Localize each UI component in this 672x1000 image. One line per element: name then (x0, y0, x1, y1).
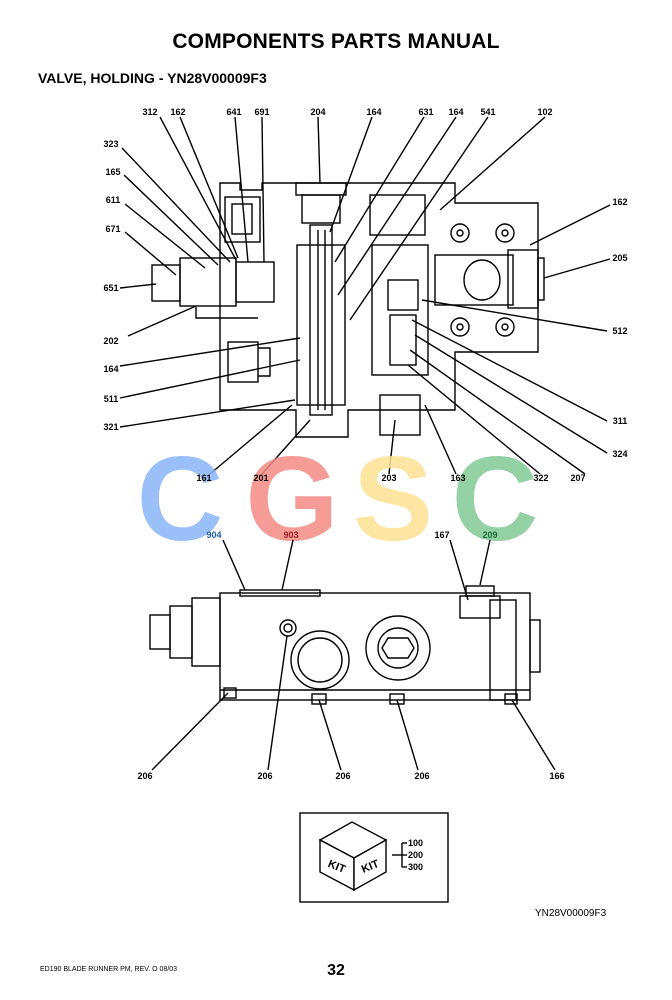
callout-162: 162 (170, 107, 185, 117)
kit-item-300: 300 (408, 862, 423, 872)
callout-903: 903 (283, 530, 298, 540)
footer-document-id: ED190 BLADE RUNNER PM, REV. O 08/03 (40, 966, 178, 973)
callout-202: 202 (103, 336, 118, 346)
callout-651: 651 (103, 283, 118, 293)
callout-541: 541 (480, 107, 495, 117)
watermark-letter-4: C (452, 432, 539, 566)
callout-102: 102 (537, 107, 552, 117)
watermark: C G S C (137, 432, 539, 566)
page-number: 32 (327, 962, 345, 979)
callout-512: 512 (612, 326, 627, 336)
callout-164: 164 (366, 107, 381, 117)
callout-205: 205 (612, 253, 627, 263)
callout-511: 511 (104, 394, 119, 404)
callout-321: 321 (103, 422, 118, 432)
callout-206: 206 (257, 771, 272, 781)
callout-162: 162 (612, 197, 627, 207)
callout-691: 691 (254, 107, 269, 117)
callout-206: 206 (137, 771, 152, 781)
callout-165: 165 (105, 167, 120, 177)
callout-167: 167 (434, 530, 449, 540)
callout-324: 324 (612, 449, 627, 459)
callout-206: 206 (335, 771, 350, 781)
callout-671: 671 (105, 224, 120, 234)
watermark-letter-1: C (137, 432, 224, 566)
callout-206: 206 (414, 771, 429, 781)
kit-item-100: 100 (408, 838, 423, 848)
watermark-letter-3: S (353, 432, 433, 566)
callout-166: 166 (549, 771, 564, 781)
callout-631: 631 (418, 107, 433, 117)
callout-161: 161 (196, 473, 211, 483)
callout-323: 323 (103, 139, 118, 149)
page-subtitle: VALVE, HOLDING - YN28V00009F3 (38, 70, 267, 86)
callouts-top: 312 162 641 691 204 164 631 164 541 102 … (103, 107, 627, 483)
kit-item-200: 200 (408, 850, 423, 860)
callout-322: 322 (533, 473, 548, 483)
callout-312: 312 (142, 107, 157, 117)
figure-reference: YN28V00009F3 (535, 908, 607, 919)
callout-203: 203 (381, 473, 396, 483)
callouts-bottom: 904 903 167 209 206 206 206 206 166 (137, 530, 564, 781)
callout-641: 641 (226, 107, 241, 117)
callout-164: 164 (103, 364, 118, 374)
callout-163: 163 (450, 473, 465, 483)
valve-side-view (149, 539, 556, 771)
callout-311: 311 (613, 416, 628, 426)
kit-box: KIT KIT 100 200 300 (299, 812, 449, 903)
callout-207: 207 (570, 473, 585, 483)
page-title: COMPONENTS PARTS MANUAL (172, 30, 500, 53)
callout-204: 204 (310, 107, 325, 117)
callout-209: 209 (482, 530, 497, 540)
callout-904: 904 (206, 530, 221, 540)
valve-sectional-view (119, 116, 611, 475)
callout-164: 164 (448, 107, 463, 117)
callout-201: 201 (253, 473, 268, 483)
callout-611: 611 (106, 195, 121, 205)
